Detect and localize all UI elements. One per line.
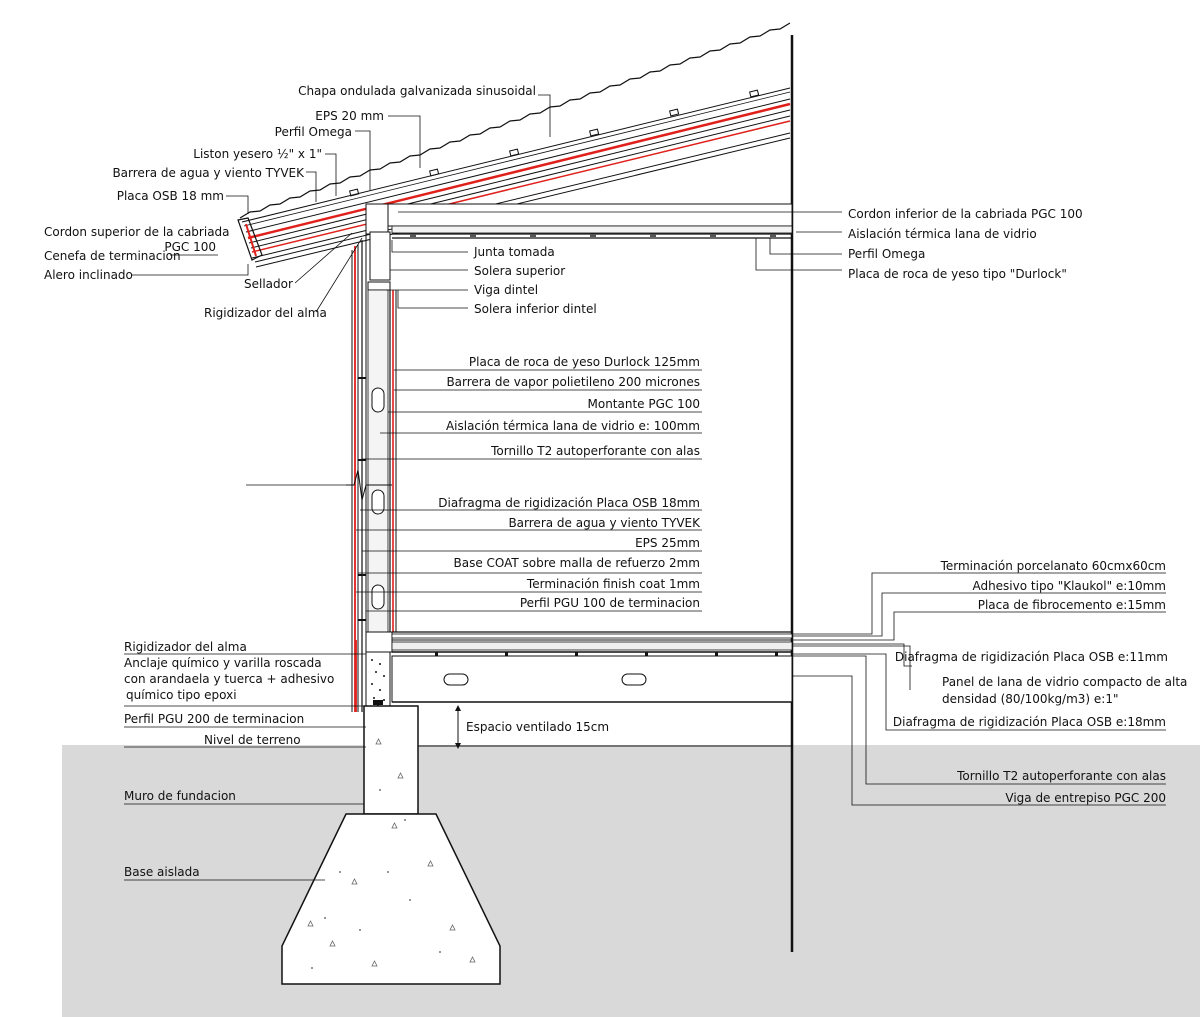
label-finish-coat: Terminación finish coat 1mm — [526, 577, 700, 591]
label-perfil-omega-ceiling: Perfil Omega — [848, 247, 925, 261]
wall-insulation — [367, 289, 389, 633]
label-junta: Junta tomada — [473, 245, 555, 259]
label-base-aislada: Base aislada — [124, 865, 200, 879]
label-nivel-terreno: Nivel de terreno — [204, 733, 301, 747]
label-solera-sup: Solera superior — [474, 264, 565, 278]
label-viga-entrepiso: Viga de entrepiso PGC 200 — [1005, 791, 1166, 805]
label-pgu200: Perfil PGU 200 de terminacion — [124, 712, 304, 726]
label-cordon-sup-1: Cordon superior de la cabriada — [44, 225, 230, 239]
foundation-wall — [363, 705, 419, 815]
label-eps20: EPS 20 mm — [315, 109, 384, 123]
label-montante: Montante PGC 100 — [588, 397, 701, 411]
floor-assembly — [391, 631, 793, 749]
labels: Chapa ondulada galvanizada sinusoidal EP… — [44, 84, 1187, 879]
corrugated-sheet — [239, 22, 791, 219]
label-osb18-roof: Placa OSB 18 mm — [117, 189, 224, 203]
label-diafragma-osb18: Diafragma de rigidización Placa OSB e:18… — [893, 715, 1166, 729]
label-solera-inf-dintel: Solera inferior dintel — [474, 302, 597, 316]
label-rigid-alma-top: Rigidizador del alma — [204, 306, 327, 320]
label-anclaje-3: químico tipo epoxi — [126, 688, 237, 702]
label-cordon-inf: Cordon inferior de la cabriada PGC 100 — [848, 207, 1083, 221]
eave-fascia — [237, 217, 263, 261]
floor-insulation-panel — [391, 641, 793, 651]
label-anclaje-1: Anclaje químico y varilla roscada — [124, 656, 322, 670]
label-barrera-vapor: Barrera de vapor polietileno 200 microne… — [446, 375, 700, 389]
wall-assembly — [346, 203, 397, 752]
label-aisl-lana-wall: Aislación térmica lana de vidrio e: 100m… — [446, 419, 700, 433]
label-tyvek-wall: Barrera de agua y viento TYVEK — [508, 516, 701, 530]
roof-tyvek-barrier — [247, 102, 791, 240]
label-porcelanato: Terminación porcelanato 60cmx60cm — [940, 559, 1166, 573]
label-panel-lana-1: Panel de lana de vidrio compacto de alta — [942, 675, 1187, 689]
label-diafragma-wall: Diafragma de rigidización Placa OSB 18mm — [438, 496, 700, 510]
label-cenefa: Cenefa de terminacion — [44, 249, 181, 263]
label-adhesivo: Adhesivo tipo "Klaukol" e:10mm — [972, 579, 1166, 593]
foundation — [281, 705, 501, 985]
label-tyvek-roof: Barrera de agua y viento TYVEK — [112, 166, 305, 180]
label-panel-lana-2: densidad (80/100kg/m3) e:1" — [942, 692, 1119, 706]
label-base-coat: Base COAT sobre malla de refuerzo 2mm — [453, 556, 700, 570]
isolated-footing — [281, 813, 501, 985]
label-durlock-ceiling: Placa de roca de yeso tipo "Durlock" — [848, 267, 1067, 281]
leader-lines — [124, 94, 1166, 881]
label-liston: Liston yesero ½" x 1" — [193, 147, 322, 161]
roof-assembly — [237, 22, 791, 268]
label-rigid-alma-bottom: Rigidizador del alma — [124, 640, 247, 654]
label-diafragma-osb11: Diafragma de rigidización Placa OSB e:11… — [895, 650, 1168, 664]
label-anclaje-2: con arandaela y tuerca + adhesivo — [124, 672, 334, 686]
label-muro-fundacion: Muro de fundacion — [124, 789, 236, 803]
ground-area — [62, 745, 1200, 1017]
ceiling-insulation — [391, 225, 793, 234]
label-fibrocemento: Placa de fibrocemento e:15mm — [978, 598, 1166, 612]
label-pgu100: Perfil PGU 100 de terminacion — [520, 596, 700, 610]
label-aisl-lana-ceiling: Aislación térmica lana de vidrio — [848, 227, 1037, 241]
ceiling-assembly — [387, 203, 793, 239]
label-tornillo-floor: Tornillo T2 autoperforante con alas — [956, 769, 1166, 783]
label-espacio-ventilado: Espacio ventilado 15cm — [466, 720, 609, 734]
label-perfil-omega-roof: Perfil Omega — [275, 125, 352, 139]
label-tornillo-wall: Tornillo T2 autoperforante con alas — [490, 444, 700, 458]
label-alero: Alero inclinado — [44, 268, 133, 282]
label-durlock-wall: Placa de roca de yeso Durlock 125mm — [469, 355, 700, 369]
label-chapa: Chapa ondulada galvanizada sinusoidal — [298, 84, 536, 98]
label-viga-dintel: Viga dintel — [474, 283, 538, 297]
label-sellador: Sellador — [244, 277, 293, 291]
label-eps25: EPS 25mm — [635, 536, 700, 550]
label-cordon-sup-2: PGC 100 — [164, 240, 216, 254]
